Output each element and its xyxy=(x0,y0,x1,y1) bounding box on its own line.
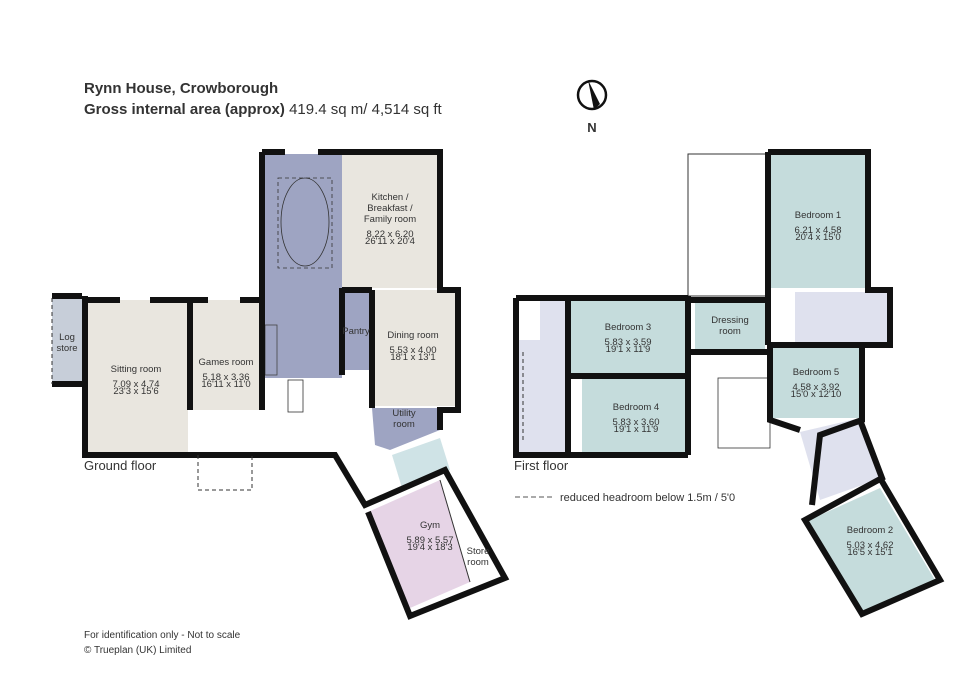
room-label-line: 7.09 x 4.74 xyxy=(112,379,159,390)
room-label-line: Sitting room xyxy=(111,364,162,375)
room-label-line: Dining room xyxy=(387,330,438,341)
room-label-line: 26'11 x 20'4 xyxy=(365,236,415,247)
room-label-line: 8.22 x 6.20 xyxy=(366,229,413,240)
room-label-line: Family room xyxy=(364,214,416,225)
room-label-line: Games room xyxy=(199,357,254,368)
room-label-line: 5.89 x 5.57 xyxy=(406,535,453,546)
room-bathroom-left xyxy=(540,300,568,452)
room-bedroom-5 xyxy=(770,348,862,418)
room-log-store xyxy=(52,298,82,384)
room-label-line: room xyxy=(393,419,415,430)
room-label-line: Bedroom 2 xyxy=(847,525,893,536)
gross-area-value: 419.4 sq m/ 4,514 sq ft xyxy=(289,101,442,118)
footer-copyright: © Trueplan (UK) Limited xyxy=(84,645,192,656)
room-bedroom-1 xyxy=(770,154,868,288)
room-label-line: Utility xyxy=(392,408,415,419)
room-label-line: 6.21 x 4.58 xyxy=(794,225,841,236)
first-floor-label: First floor xyxy=(514,458,569,473)
room-dressing-room xyxy=(695,302,765,350)
void-area xyxy=(687,153,769,297)
room-label-line: Bedroom 4 xyxy=(613,402,659,413)
room-games-room xyxy=(190,300,262,410)
room-label-line: 5.83 x 3.59 xyxy=(604,337,651,348)
room-utility xyxy=(372,408,440,450)
room-label-line: Bedroom 5 xyxy=(793,367,839,378)
room-label-line: 20'4 x 15'0 xyxy=(795,232,840,243)
room-gym xyxy=(368,480,470,608)
room-label-line: Log xyxy=(59,332,75,343)
room-label-line: Gym xyxy=(420,520,440,531)
room-label-line: 5.03 x 4.62 xyxy=(846,540,893,551)
ground-floor-plan xyxy=(51,149,510,620)
room-label-line: 15'0 x 12'10 xyxy=(791,389,842,400)
room-label-line: 5.53 x 4.00 xyxy=(389,345,436,356)
first-floor-plan xyxy=(513,149,945,618)
room-bedroom-4 xyxy=(582,378,688,452)
gross-area-label: Gross internal area (approx) xyxy=(84,101,285,118)
room-label-line: 23'3 x 15'6 xyxy=(113,386,158,397)
room-bedroom-2 xyxy=(805,488,935,614)
room-cloakroom xyxy=(392,438,450,488)
room-label-line: 5.83 x 3.60 xyxy=(612,417,659,428)
room-label-line: store xyxy=(56,343,77,354)
room-sitting-room xyxy=(88,300,188,452)
room-label-line: Breakfast / xyxy=(367,203,413,214)
property-title: Rynn House, Crowborough xyxy=(84,80,279,97)
north-arrow-icon: N xyxy=(576,79,608,135)
stairs xyxy=(717,377,771,449)
room-ensuite-1 xyxy=(795,292,887,344)
north-label: N xyxy=(587,120,596,135)
ground-floor-label: Ground floor xyxy=(84,458,157,473)
footer-note: For identification only - Not to scale xyxy=(84,630,241,641)
room-label-line: Store xyxy=(467,546,490,557)
room-label-kitchen: Kitchen /Breakfast /Family room 8.22 x 6.… xyxy=(364,192,416,247)
room-label-line: 19'4 x 18'3 xyxy=(407,542,452,553)
room-label-line: room xyxy=(719,326,741,337)
room-label-line: Bedroom 1 xyxy=(795,210,841,221)
room-label-line: room xyxy=(467,557,489,568)
room-pantry xyxy=(342,290,372,370)
room-label-line: 19'1 x 11'9 xyxy=(606,344,651,355)
room-label-line: 16'5 x 15'1 xyxy=(847,547,892,558)
room-label-line: 4.58 x 3.92 xyxy=(792,382,839,393)
room-dining-room xyxy=(374,290,456,406)
room-label-line: Bedroom 3 xyxy=(605,322,651,333)
room-label-line: Kitchen / xyxy=(372,192,409,203)
room-label-line: 5.18 x 3.36 xyxy=(202,372,249,383)
room-label-line: Pantry xyxy=(342,326,370,337)
legend-text: reduced headroom below 1.5m / 5'0 xyxy=(560,492,735,504)
gross-area: Gross internal area (approx) 419.4 sq m/… xyxy=(84,101,442,118)
room-label-line: 18'1 x 13'1 xyxy=(390,352,435,363)
room-label-line: 19'1 x 11'9 xyxy=(614,424,659,435)
room-bedroom-3 xyxy=(568,300,688,374)
room-wc xyxy=(516,340,540,452)
room-label-line: Dressing xyxy=(711,315,749,326)
room-label-pantry: Pantry xyxy=(342,326,370,337)
room-kitchen xyxy=(342,154,440,288)
room-label-line: 16'11 x 11'0 xyxy=(201,379,250,390)
